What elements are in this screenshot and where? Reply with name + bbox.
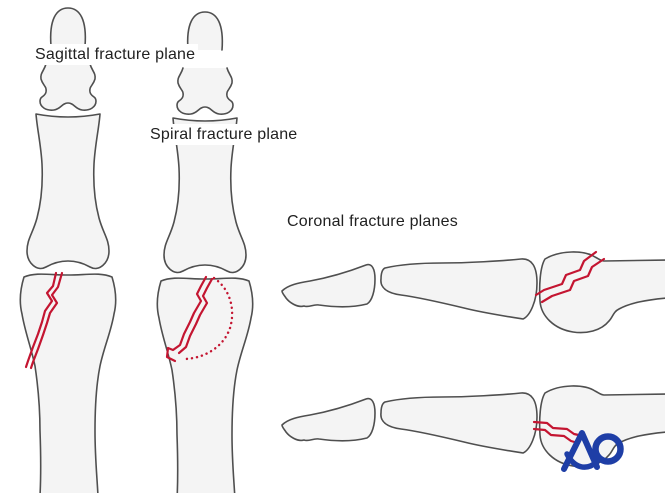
ao-logo-letter-o bbox=[592, 433, 624, 465]
sagittal-fracture-line bbox=[24, 271, 58, 369]
finger-sagittal-fracture-illustration bbox=[19, 7, 117, 493]
spiral-fracture-line bbox=[165, 275, 208, 363]
spiral-fracture-hidden-line bbox=[183, 276, 234, 361]
coronal-fracture-line bbox=[532, 427, 580, 445]
spiral-fracture-line bbox=[177, 277, 214, 355]
sagittal-fracture-label: Sagittal fracture plane bbox=[32, 44, 199, 66]
spiral-fracture-label: Spiral fracture plane bbox=[147, 124, 301, 146]
finger-coronal-horizontal-fracture-illustration bbox=[281, 385, 665, 468]
ao-logo-letter-a-curve bbox=[564, 451, 600, 470]
ao-logo bbox=[561, 430, 624, 472]
coronal-fracture-line bbox=[534, 250, 598, 297]
coronal-fracture-line bbox=[532, 420, 585, 438]
sagittal-fracture-line bbox=[29, 271, 64, 370]
coronal-fracture-label: Coronal fracture planes bbox=[284, 211, 461, 233]
finger-coronal-oblique-fracture-illustration bbox=[281, 250, 665, 334]
coronal-fracture-line bbox=[540, 257, 606, 304]
finger-spiral-fracture-illustration bbox=[156, 11, 254, 493]
